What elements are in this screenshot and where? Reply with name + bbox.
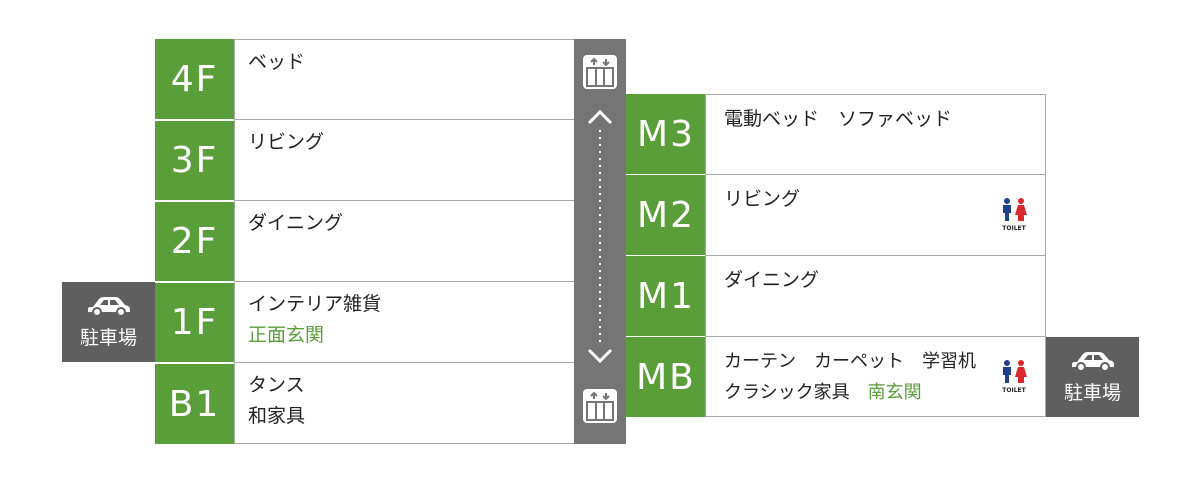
front-entrance-label: 正面玄関 [248, 324, 325, 346]
chevron-down-icon [587, 348, 613, 364]
toilet-figures [1003, 360, 1027, 383]
floor-b1-line2: 和家具 [248, 405, 306, 427]
elevator-track-dots [599, 130, 601, 344]
car-icon [87, 296, 130, 317]
toilet-icon-mb: TOILET [996, 360, 1032, 394]
floor-label-b1: B1 [155, 364, 234, 444]
floor-mb-line2-goods: クラシック家具 [724, 382, 850, 403]
elevator-icon [583, 55, 617, 89]
floor-text-mb: カーテン カーペット 学習机 クラシック家具 南玄関 [724, 346, 976, 408]
floor-label-m3: M3 [626, 94, 706, 174]
car-icon [1071, 351, 1114, 372]
floor-text-b1: タンス 和家具 [248, 370, 305, 432]
floor-label-3f: 3F [155, 121, 234, 200]
parking-right-label: 駐車場 [1063, 381, 1121, 404]
floor-mb-line2: クラシック家具 南玄関 [724, 377, 976, 408]
floor-text-3f: リビング [248, 131, 325, 153]
parking-left-label: 駐車場 [79, 326, 137, 349]
floor-label-1f: 1F [155, 283, 234, 362]
floor-text-4f: ベッド [248, 51, 306, 73]
south-entrance-label: 南玄関 [867, 382, 922, 403]
floor-label-mb: MB [626, 337, 706, 417]
floor-label-m1: M1 [626, 256, 706, 336]
floor-mb-line1: カーテン カーペット 学習机 [724, 351, 976, 372]
floor-label-4f: 4F [155, 39, 234, 119]
floor-text-2f: ダイニング [248, 212, 344, 234]
chevron-up-icon [587, 109, 613, 125]
elevator-column [574, 39, 626, 444]
floor-row-m3 [705, 94, 1046, 175]
floor-row-mb [705, 336, 1046, 417]
parking-left: 駐車場 [62, 282, 155, 362]
toilet-label: TOILET [1002, 387, 1026, 394]
floor-row-b1 [234, 362, 575, 444]
toilet-figures [1003, 198, 1027, 221]
elevator-icon-bottom [583, 389, 617, 423]
floor-1f-line1: インテリア雑貨 [248, 293, 382, 315]
parking-right: 駐車場 [1046, 337, 1139, 417]
floor-text-m3: 電動ベッド ソファベッド [724, 108, 953, 130]
toilet-label: TOILET [1002, 225, 1026, 232]
floor-row-m1 [705, 255, 1046, 337]
floor-row-2f [234, 200, 575, 282]
toilet-icon-m2: TOILET [996, 198, 1032, 232]
floor-b1-line1: タンス [248, 374, 305, 396]
floor-text-m1: ダイニング [724, 269, 820, 291]
floor-label-m2: M2 [626, 175, 706, 255]
floor-label-2f: 2F [155, 202, 234, 281]
floor-text-1f: インテリア雑貨 正面玄関 [248, 289, 381, 351]
floor-text-m2: リビング [724, 188, 801, 210]
